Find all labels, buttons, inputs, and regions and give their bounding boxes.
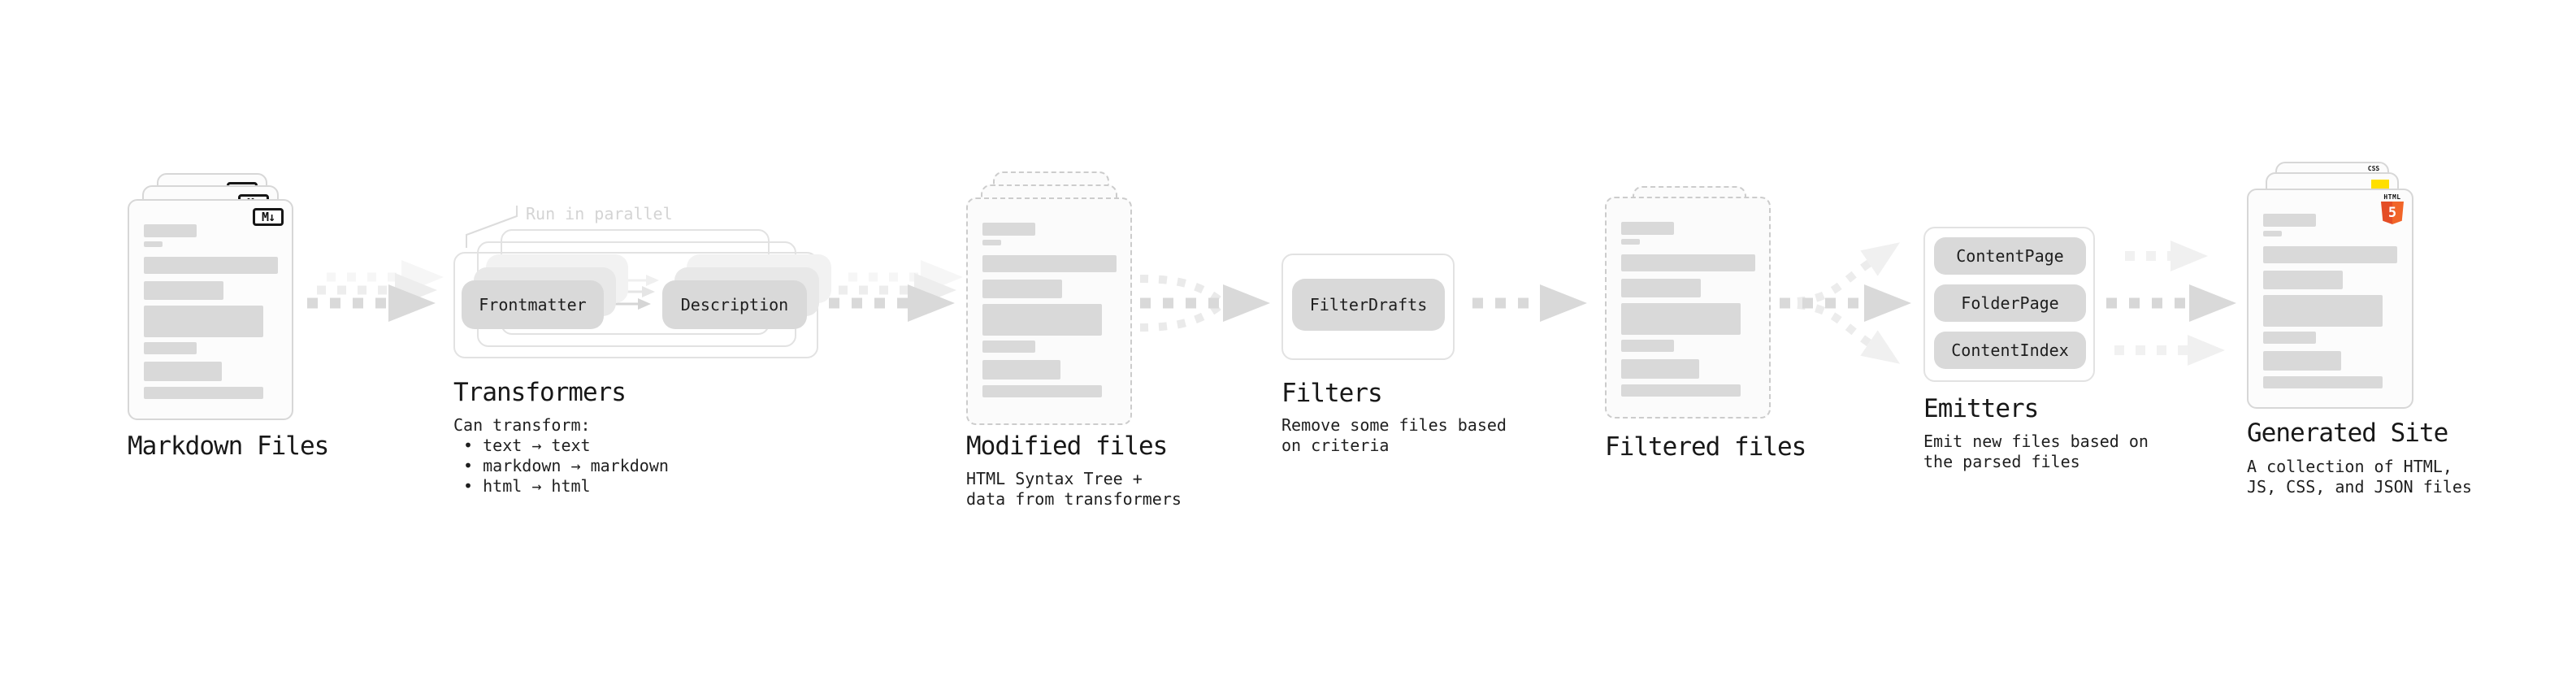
html-file-card: HTML 5 <box>2247 189 2413 409</box>
css-icon-text: CSS <box>2367 165 2380 172</box>
html5-icon: HTML 5 <box>2380 193 2405 224</box>
text-line-bar <box>982 240 1001 245</box>
frontmatter-pill: Frontmatter <box>462 280 604 329</box>
arrow-diverge-top <box>1797 242 1901 306</box>
text-line-bar <box>982 304 1102 336</box>
text-line-bar <box>2263 295 2383 327</box>
text-line-bar <box>1621 239 1640 245</box>
markdown-file-card: M↓ <box>128 199 293 420</box>
text-line-bar <box>2263 214 2316 227</box>
text-line-bar <box>982 280 1062 298</box>
text-line-bar <box>1621 359 1699 379</box>
text-line-bar <box>2263 376 2383 388</box>
emitters-box <box>1923 227 2095 382</box>
modified-files-description: HTML Syntax Tree + data from transformer… <box>966 469 1182 509</box>
filtered-file-card <box>1605 197 1771 419</box>
content-page-pill: ContentPage <box>1934 237 2086 275</box>
html5-icon-shield: 5 <box>2381 202 2404 224</box>
text-line-bar <box>2263 246 2397 263</box>
text-line-bar <box>1621 384 1741 397</box>
arrow-converge-top <box>1139 275 1222 303</box>
text-line-bar <box>144 306 263 337</box>
text-line-bar <box>144 281 223 300</box>
arrow-diverge-bottom <box>1797 301 1901 364</box>
text-line-bar <box>2263 231 2282 236</box>
text-line-bar <box>144 342 197 354</box>
text-line-bar <box>1621 222 1674 235</box>
text-line-bar <box>1621 279 1701 297</box>
content-index-pill: ContentIndex <box>1934 332 2086 369</box>
folder-page-pill: FolderPage <box>1934 284 2086 322</box>
text-line-bar <box>2263 351 2341 371</box>
description-pill: Description <box>662 280 807 329</box>
text-line-bar <box>982 255 1117 272</box>
emitters-label: Emitters <box>1923 394 2039 423</box>
callout-line <box>466 206 518 248</box>
text-line-bar <box>144 257 278 274</box>
text-line-bar <box>982 360 1060 380</box>
modified-file-card <box>966 197 1132 425</box>
text-line-bar <box>982 385 1102 397</box>
filters-box <box>1281 254 1455 360</box>
html5-icon-text: HTML <box>2383 193 2401 201</box>
text-line-bar <box>982 223 1035 236</box>
text-line-bar <box>2263 271 2343 289</box>
arrow-converge-bottom <box>1139 303 1222 332</box>
generated-site-label: Generated Site <box>2247 419 2448 448</box>
text-line-bar <box>144 224 197 237</box>
js-icon <box>2371 180 2389 190</box>
html5-icon-number: 5 <box>2387 205 2397 221</box>
text-line-bar <box>1621 303 1741 335</box>
text-line-bar <box>2263 332 2316 344</box>
filter-drafts-pill: FilterDrafts <box>1292 279 1445 331</box>
transformers-label: Transformers <box>453 378 627 407</box>
text-line-bar <box>144 362 222 381</box>
markdown-icon: M↓ <box>253 208 284 226</box>
generated-site-description: A collection of HTML, JS, CSS, and JSON … <box>2247 457 2472 497</box>
modified-files-label: Modified files <box>966 432 1168 461</box>
text-line-bar <box>982 340 1035 353</box>
filtered-files-label: Filtered files <box>1605 432 1806 462</box>
transformers-description: Can transform: • text → text • markdown … <box>453 415 669 496</box>
text-line-bar <box>1621 340 1674 352</box>
filters-description: Remove some files based on criteria <box>1281 415 1507 455</box>
text-line-bar <box>144 387 263 399</box>
emitters-description: Emit new files based on the parsed files <box>1923 432 2149 471</box>
markdown-files-label: Markdown Files <box>128 432 329 461</box>
filters-label: Filters <box>1281 379 1383 408</box>
text-line-bar <box>144 241 163 247</box>
text-line-bar <box>1621 254 1755 271</box>
run-in-parallel-callout: Run in parallel <box>526 204 673 223</box>
